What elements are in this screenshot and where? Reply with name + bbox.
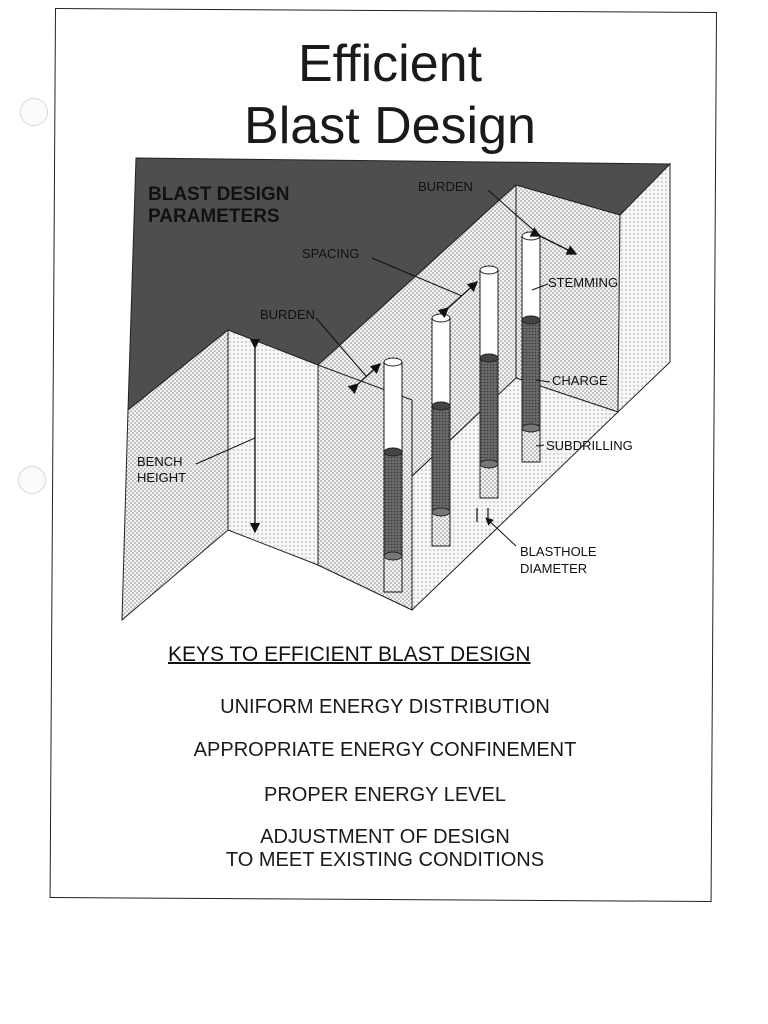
key-item-4: ADJUSTMENT OF DESIGN <box>260 826 510 848</box>
label-spacing: SPACING <box>302 246 360 261</box>
punch-hole-middle <box>18 466 46 494</box>
diameter-leader <box>485 517 517 547</box>
title-line-2: Blast Design <box>244 97 536 155</box>
parameters-heading-line-2: PARAMETERS <box>148 206 280 227</box>
label-bench-height-line-2: HEIGHT <box>137 470 186 485</box>
burden-top-leader <box>487 189 541 237</box>
blasthole-3 <box>479 265 499 499</box>
burden-top-arrow <box>529 227 578 255</box>
keys-heading: KEYS TO EFFICIENT BLAST DESIGN <box>168 643 531 666</box>
burden-side-leader <box>315 317 367 377</box>
label-burden-side: BURDEN <box>260 307 315 322</box>
label-blasthole-diameter-line-2: DIAMETER <box>520 561 587 576</box>
burden-side-arrow <box>347 363 381 394</box>
punch-hole-top <box>20 98 48 126</box>
title-line-1: Efficient <box>297 35 483 93</box>
right-side-face <box>617 162 671 414</box>
bench-height-leader <box>195 437 256 465</box>
blasthole-2 <box>431 313 451 547</box>
blasthole-4 <box>521 231 541 463</box>
stemming-leader <box>531 283 549 291</box>
label-subdrilling: SUBDRILLING <box>546 438 633 453</box>
spacing-arrow <box>437 281 478 318</box>
charge-leader <box>535 379 551 383</box>
spacing-leader <box>371 257 463 297</box>
key-item-3: PROPER ENERGY LEVEL <box>264 784 506 806</box>
key-item-2: APPROPRIATE ENERGY CONFINEMENT <box>193 739 577 761</box>
key-item-5: TO MEET EXISTING CONDITIONS <box>225 849 545 871</box>
parameters-heading-line-1: BLAST DESIGN <box>148 184 289 205</box>
label-charge: CHARGE <box>552 373 608 388</box>
subdrilling-leader <box>535 444 545 447</box>
label-burden-top: BURDEN <box>418 179 473 194</box>
label-blasthole-diameter-line-1: BLASTHOLE <box>520 544 597 559</box>
front-face-middle <box>227 329 319 566</box>
blasthole-1 <box>383 357 403 593</box>
blast-design-diagram: BLAST DESIGN PARAMETERS BURDEN SPACING B… <box>121 157 672 622</box>
label-stemming: STEMMING <box>548 275 618 290</box>
key-item-1: UNIFORM ENERGY DISTRIBUTION <box>220 696 550 718</box>
label-bench-height-line-1: BENCH <box>137 454 183 469</box>
